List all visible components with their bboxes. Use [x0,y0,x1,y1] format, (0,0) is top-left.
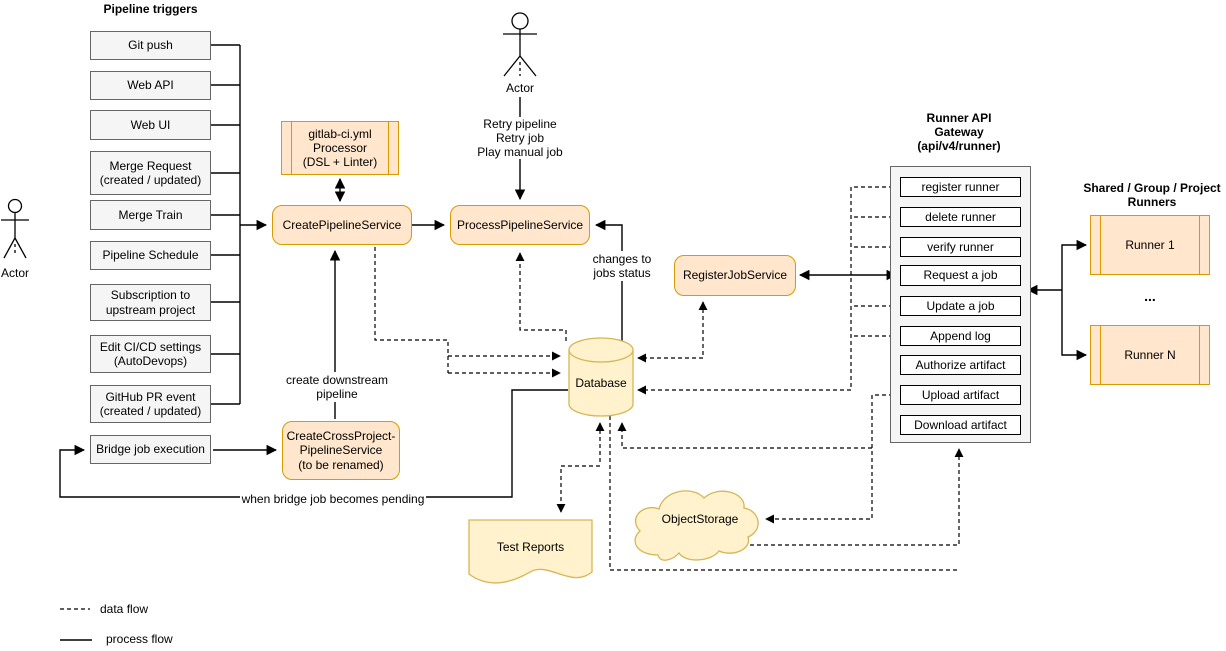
edge-trigger-bus [211,44,241,405]
edge-rjs-db [637,301,708,363]
endpoint-download-artifact: Download artifact [900,415,1021,435]
legend-data-flow-label: data flow [100,601,149,616]
trigger-github-pr: GitHub PR event (created / updated) [90,385,211,423]
changes-to-jobs-status-annotation: changes to jobs status [590,251,654,281]
edge-cps-to-db-route [374,247,449,373]
actor-top-icon [503,12,537,77]
trigger-git-push: Git push [90,31,211,60]
trigger-bridge-job: Bridge job execution [90,435,211,464]
actor-top-label: Actor [495,81,545,95]
trigger-merge-train: Merge Train [90,200,211,230]
trigger-edit-cicd: Edit CI/CD settings (AutoDevops) [90,335,211,373]
endpoint-authorize-artifact: Authorize artifact [900,355,1021,375]
runners-ellipsis: ... [1144,287,1156,304]
edge-db-to-pps-dashed [515,252,567,341]
create-downstream-annotation: create downstream pipeline [278,372,396,402]
endpoint-append-log: Append log [900,326,1021,346]
process-pipeline-service: ProcessPipelineService [450,205,590,245]
edge-upload-to-db [617,422,872,449]
when-bridge-annotation: when bridge job becomes pending [240,492,426,507]
create-cross-project-pipeline-service: CreateCrossProject- PipelineService (to … [282,421,400,480]
gitlab-ci-yml-processor: gitlab-ci.yml Processor (DSL + Linter) [281,121,399,175]
test-reports-document-icon [468,519,593,584]
edge-upload-route [765,394,900,524]
edge-db-bottom-bus [609,416,959,571]
trigger-web-api: Web API [90,71,211,100]
legend-process-flow-label: process flow [106,631,173,646]
object-storage-cloud-icon [634,490,759,561]
test-reports-label: Test Reports [496,539,565,554]
runner-1: Runner 1 [1090,215,1210,275]
shared-runners-header: Shared / Group / Project Runners [1083,180,1221,209]
trigger-web-ui: Web UI [90,110,211,140]
runner-api-gateway-header: Runner API Gateway (api/v4/runner) [917,110,1001,154]
edge-runners-bus [1061,239,1088,361]
endpoint-delete-runner: delete runner [900,207,1021,227]
trigger-subscription: Subscription to upstream project [90,284,211,321]
edge-gateway-bus1 [850,186,900,390]
endpoint-update-a-job: Update a job [900,296,1021,316]
pipeline-triggers-header: Pipeline triggers [103,1,198,16]
database-cylinder-icon [568,337,634,417]
database-label: Database [575,375,627,390]
edge-db-testreports [556,465,600,513]
actor-left-icon [1,198,29,259]
retry-annotation: Retry pipeline Retry job Play manual job [455,117,585,159]
trigger-merge-request: Merge Request (created / updated) [90,151,211,195]
endpoint-request-a-job: Request a job [900,265,1021,286]
endpoint-upload-artifact: Upload artifact [900,385,1021,405]
endpoint-register-runner: register runner [900,177,1021,197]
create-pipeline-service: CreatePipelineService [272,205,412,245]
runner-n: Runner N [1090,325,1210,385]
object-storage-label: ObjectStorage [661,511,739,526]
edge-storage-to-download [750,448,964,546]
trigger-pipeline-schedule: Pipeline Schedule [90,241,211,270]
edge-db-to-pps [594,219,623,341]
register-job-service: RegisterJobService [674,255,796,296]
actor-left-label: Actor [0,265,29,280]
data-flow-edges [60,186,964,610]
endpoint-verify-runner: verify runner [900,237,1021,257]
